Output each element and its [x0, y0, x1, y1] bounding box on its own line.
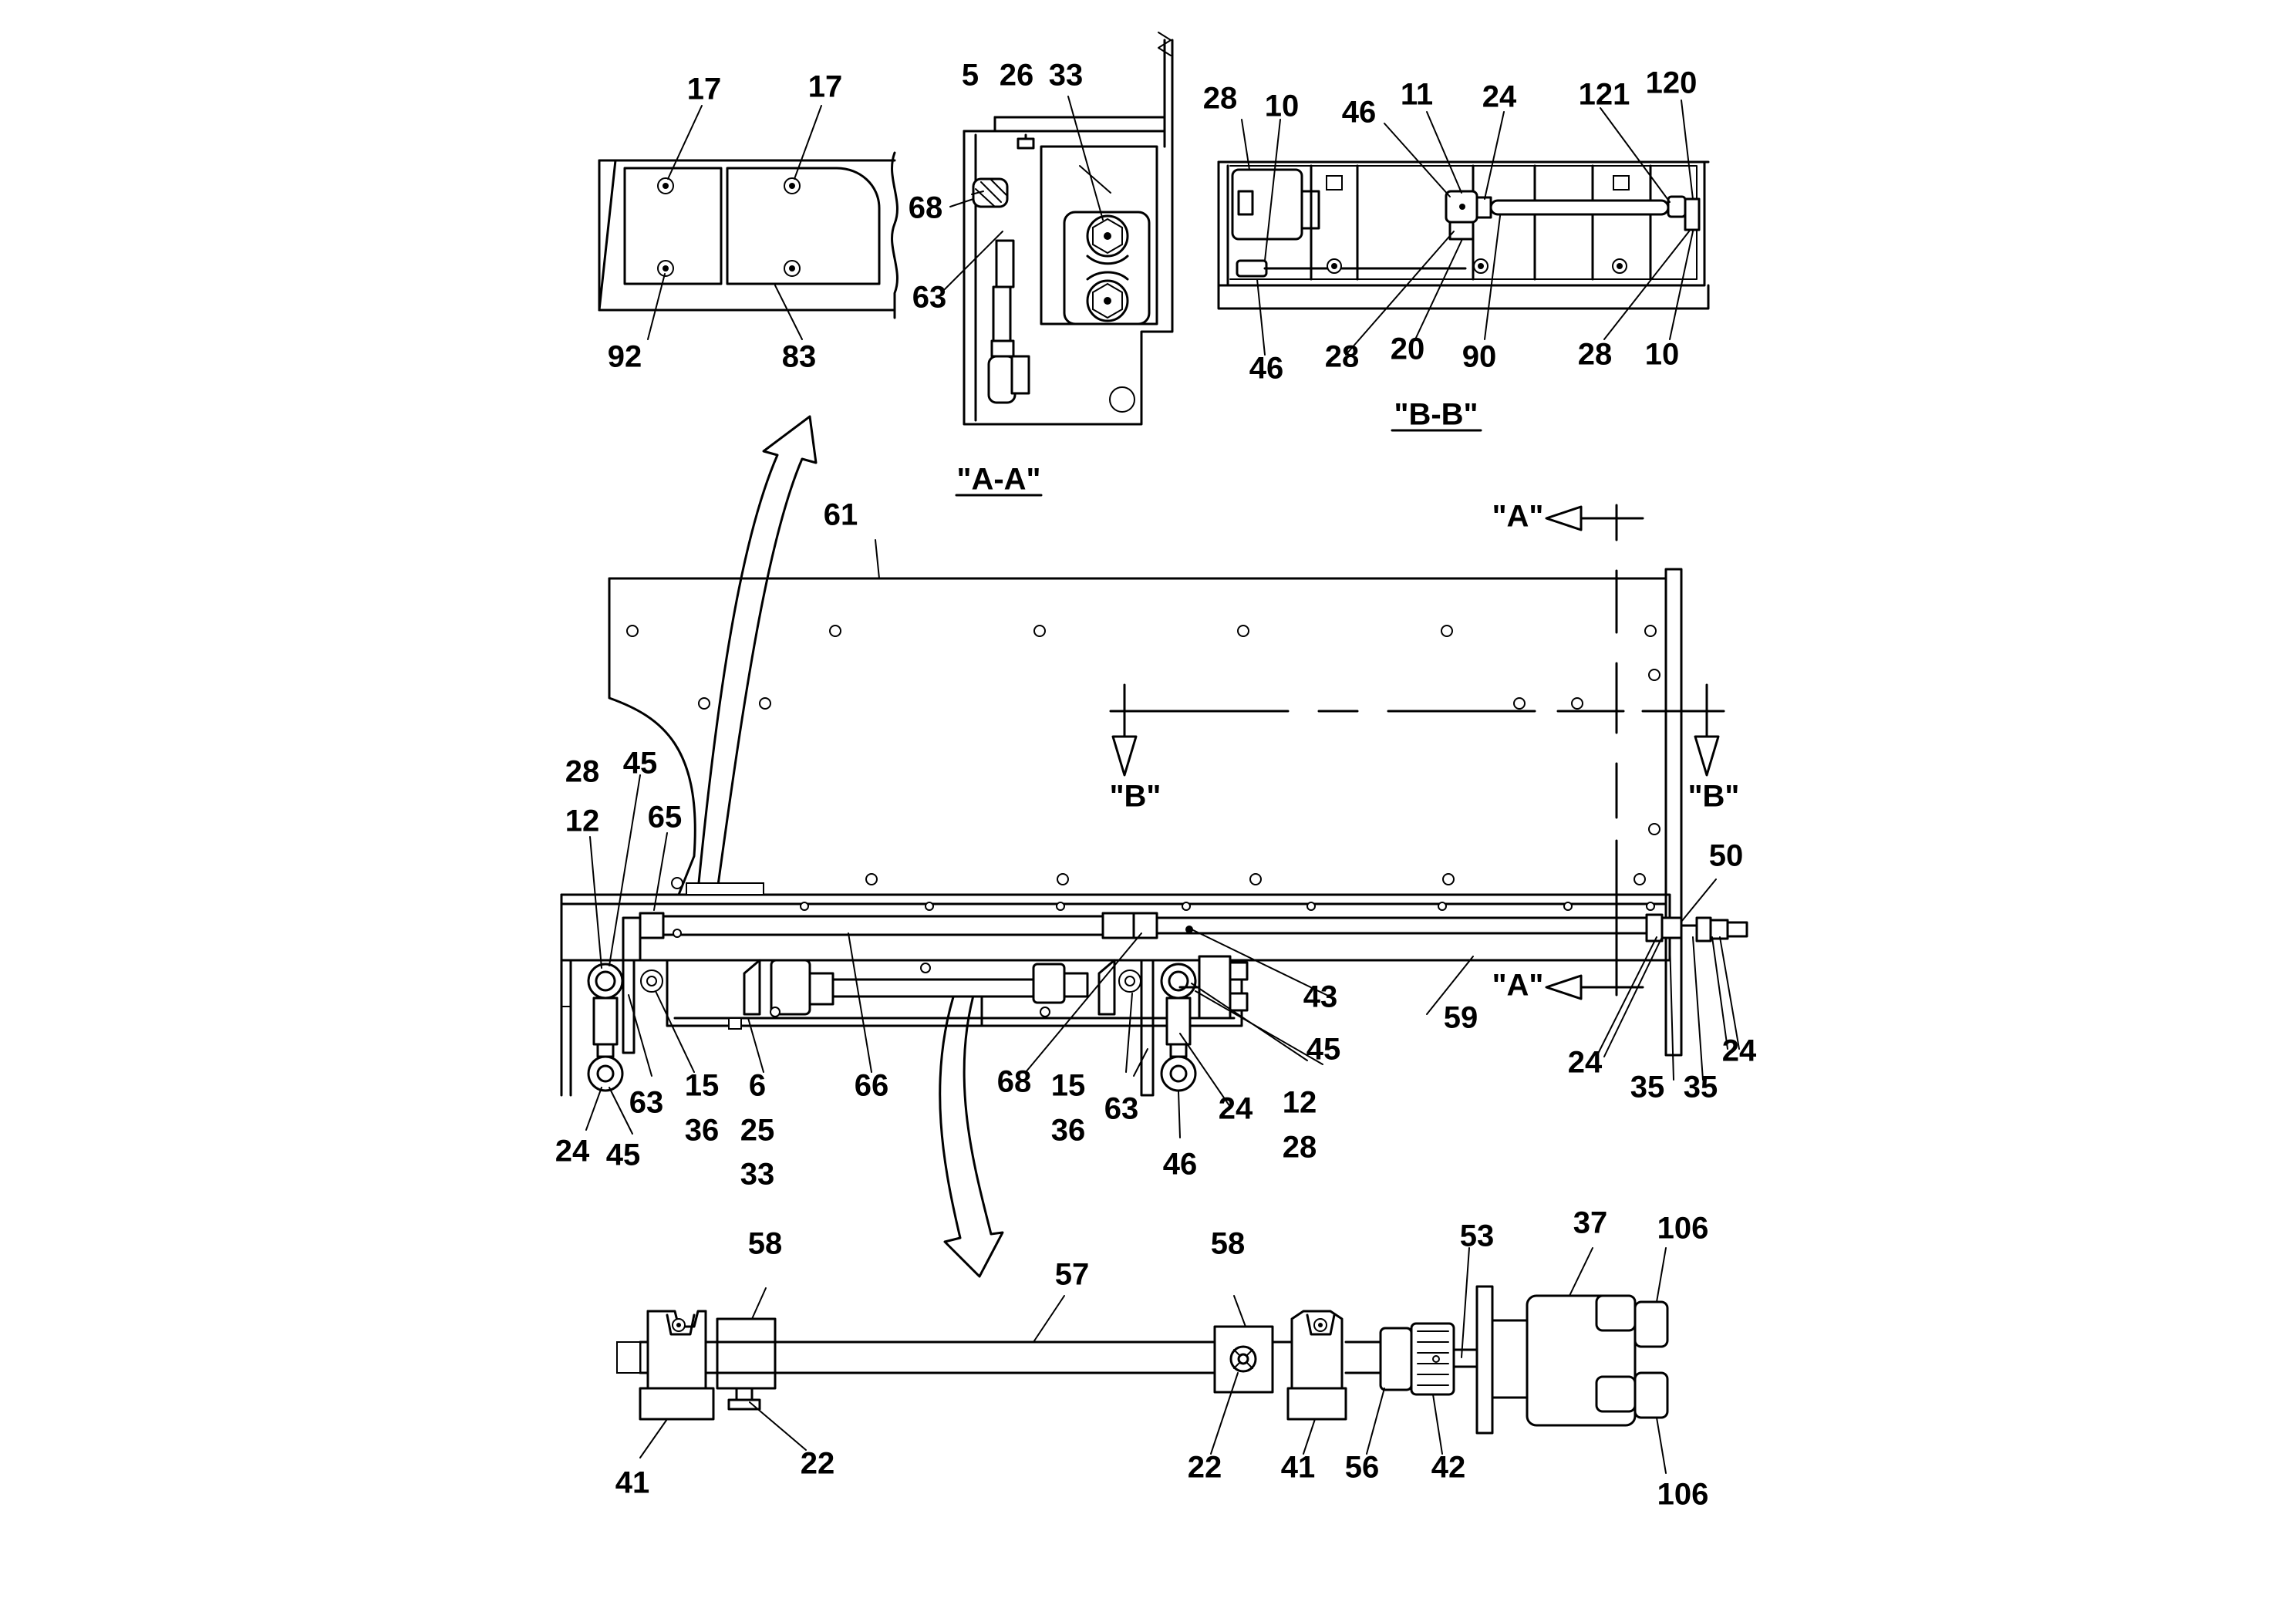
callout-46: 46	[1249, 352, 1284, 386]
coupling-56	[1379, 1327, 1413, 1391]
callout-28: 28	[1325, 340, 1360, 374]
callout-33: 33	[740, 1158, 775, 1192]
callout-24: 24	[1482, 80, 1517, 114]
shaft-callouts: 58 57 58 53 37 106 106 41 22 22 41 56 42	[615, 1206, 1709, 1512]
callout-28: 28	[1283, 1131, 1317, 1165]
section-marker-a-bottom: "A"	[1492, 969, 1544, 1003]
callout-56: 56	[1345, 1451, 1380, 1485]
section-marker-labels: "A" "A" "B" "B"	[1110, 500, 1740, 1003]
section-marker-b-right: "B"	[1688, 780, 1740, 814]
callout-36: 36	[685, 1114, 720, 1148]
main-callouts: 61 28 45 12 65 50 43 59 45 24 24 63 15 3…	[555, 498, 1757, 1192]
callout-50: 50	[1709, 839, 1744, 873]
callout-20: 20	[1391, 332, 1425, 366]
callout-11: 11	[1401, 78, 1433, 112]
callout-28: 28	[1578, 338, 1613, 372]
callout-61: 61	[824, 498, 858, 532]
end-plate	[1664, 568, 1683, 1057]
callout-90: 90	[1462, 340, 1497, 374]
plate-83	[726, 167, 881, 285]
detail-callouts: 17 17 92 83	[608, 70, 843, 374]
callout-58: 58	[1211, 1227, 1246, 1261]
callout-45: 45	[623, 747, 658, 781]
callout-33: 33	[1049, 59, 1084, 93]
callout-68: 68	[909, 191, 943, 225]
callout-92: 92	[608, 340, 642, 374]
callout-43: 43	[1303, 980, 1338, 1014]
callout-63: 63	[629, 1086, 664, 1120]
callout-41: 41	[1281, 1451, 1316, 1485]
plate-detail-view	[598, 105, 899, 340]
callout-68: 68	[997, 1065, 1032, 1099]
callout-57: 57	[1055, 1258, 1090, 1292]
section-b-b-view	[1217, 99, 1710, 432]
shaft-assembly-view	[616, 1247, 1669, 1474]
callout-63: 63	[912, 281, 947, 315]
callout-5: 5	[962, 59, 979, 93]
callout-36: 36	[1051, 1114, 1086, 1148]
callout-106: 106	[1657, 1478, 1709, 1512]
callout-26: 26	[1000, 59, 1034, 93]
cylinder-90	[1489, 199, 1670, 216]
view-titles: "A-A" "B-B"	[956, 398, 1478, 497]
callout-28: 28	[1203, 82, 1238, 116]
section-marker-b-left: "B"	[1110, 780, 1161, 814]
callout-46: 46	[1342, 96, 1377, 130]
callout-46: 46	[1163, 1148, 1198, 1182]
detail-arrow-down	[939, 986, 1004, 1278]
callout-22: 22	[1188, 1451, 1222, 1485]
callout-53: 53	[1460, 1219, 1495, 1253]
shaft-66	[662, 915, 1104, 936]
callout-120: 120	[1646, 66, 1698, 100]
callout-45: 45	[1306, 1033, 1341, 1067]
callout-12: 12	[565, 804, 600, 838]
callout-24: 24	[1219, 1092, 1253, 1126]
callout-28: 28	[565, 755, 600, 789]
plate-holes	[626, 625, 1660, 889]
section-a-callouts: 5 26 33 68 63	[909, 59, 1084, 315]
callout-15: 15	[685, 1069, 720, 1103]
callout-35: 35	[1630, 1071, 1665, 1104]
callout-41: 41	[615, 1466, 650, 1500]
callout-63: 63	[1104, 1092, 1139, 1126]
callout-25: 25	[740, 1114, 775, 1148]
callout-58: 58	[748, 1227, 783, 1261]
callout-35: 35	[1684, 1071, 1718, 1104]
section-marker-a-top: "A"	[1492, 500, 1544, 534]
callout-22: 22	[801, 1447, 835, 1481]
section-b-b-title: "B-B"	[1394, 398, 1478, 432]
callout-66: 66	[855, 1069, 889, 1103]
detail-arrow-up	[696, 415, 818, 892]
motor-flange	[1475, 1285, 1494, 1435]
callout-65: 65	[648, 801, 683, 835]
collar-58-left	[716, 1317, 777, 1390]
callout-121: 121	[1579, 78, 1630, 112]
callout-15: 15	[1051, 1069, 1086, 1103]
callout-59: 59	[1444, 1001, 1478, 1035]
main-assembly-view	[560, 504, 1748, 1097]
main-leaders	[585, 539, 1740, 1138]
callout-83: 83	[782, 340, 817, 374]
callout-42: 42	[1431, 1451, 1466, 1485]
callout-17: 17	[687, 73, 722, 106]
callout-6: 6	[749, 1069, 766, 1103]
callout-12: 12	[1283, 1086, 1317, 1120]
callout-17: 17	[808, 70, 843, 104]
section-b-callouts: 28 10 46 11 24 121 120 46 28 20 90 28 10	[1203, 66, 1698, 386]
callout-24: 24	[1722, 1034, 1757, 1068]
section-a-a-title: "A-A"	[956, 463, 1040, 497]
section-a-a-view	[944, 32, 1174, 497]
callout-45: 45	[606, 1138, 641, 1172]
callout-24: 24	[555, 1135, 590, 1168]
callout-10: 10	[1645, 338, 1680, 372]
shaft-57	[704, 1340, 1216, 1374]
callout-10: 10	[1265, 89, 1300, 123]
callout-24: 24	[1568, 1046, 1603, 1080]
callout-37: 37	[1573, 1206, 1608, 1240]
callout-106: 106	[1657, 1212, 1709, 1246]
